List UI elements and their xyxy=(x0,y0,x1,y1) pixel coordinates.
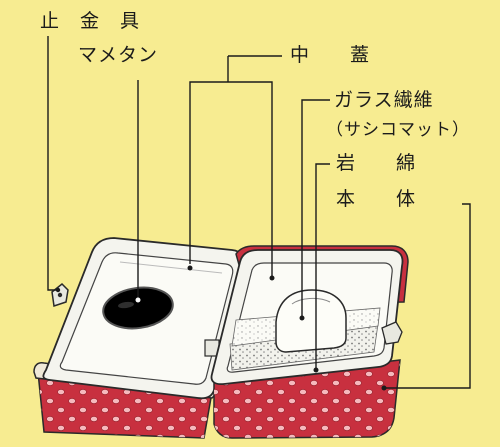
leader-mametan-dot xyxy=(135,297,141,303)
leader-glass-fiber xyxy=(301,99,330,318)
label-glass-fiber: ガラス繊維 xyxy=(334,89,434,111)
leader-inner-lid-dot-right xyxy=(269,275,275,281)
leader-inner-lid-bracket xyxy=(189,81,273,278)
leader-body xyxy=(384,203,471,389)
label-fastener: 止 金 具 xyxy=(40,10,141,32)
label-rock-wool: 岩 綿 xyxy=(336,152,417,174)
fastener-rivet xyxy=(57,292,63,298)
left-lid-sheen xyxy=(119,261,223,274)
right-unit xyxy=(210,245,409,439)
label-body: 本 体 xyxy=(336,188,417,210)
inner-lid-bump xyxy=(275,289,347,353)
leader-glass-fiber-dot xyxy=(299,315,305,321)
mametan-charcoal xyxy=(102,286,174,330)
label-glass-fiber-sub: （サシコマット） xyxy=(326,120,470,140)
leader-inner-lid-dot-left xyxy=(187,265,193,271)
label-inner-lid: 中 蓋 xyxy=(290,44,371,66)
label-mametan: マメタン xyxy=(78,44,159,66)
mametan-highlight xyxy=(118,301,134,309)
leader-lines xyxy=(47,36,471,391)
right-latch xyxy=(381,321,403,345)
leader-rock-wool-dot xyxy=(313,367,319,373)
leader-rock-wool xyxy=(315,163,330,370)
leader-fastener xyxy=(47,36,58,291)
leader-body-dot xyxy=(381,385,387,391)
leader-fastener-dot xyxy=(55,287,61,293)
left-unit xyxy=(33,237,245,439)
inner-lid-bump-detail xyxy=(291,297,331,305)
